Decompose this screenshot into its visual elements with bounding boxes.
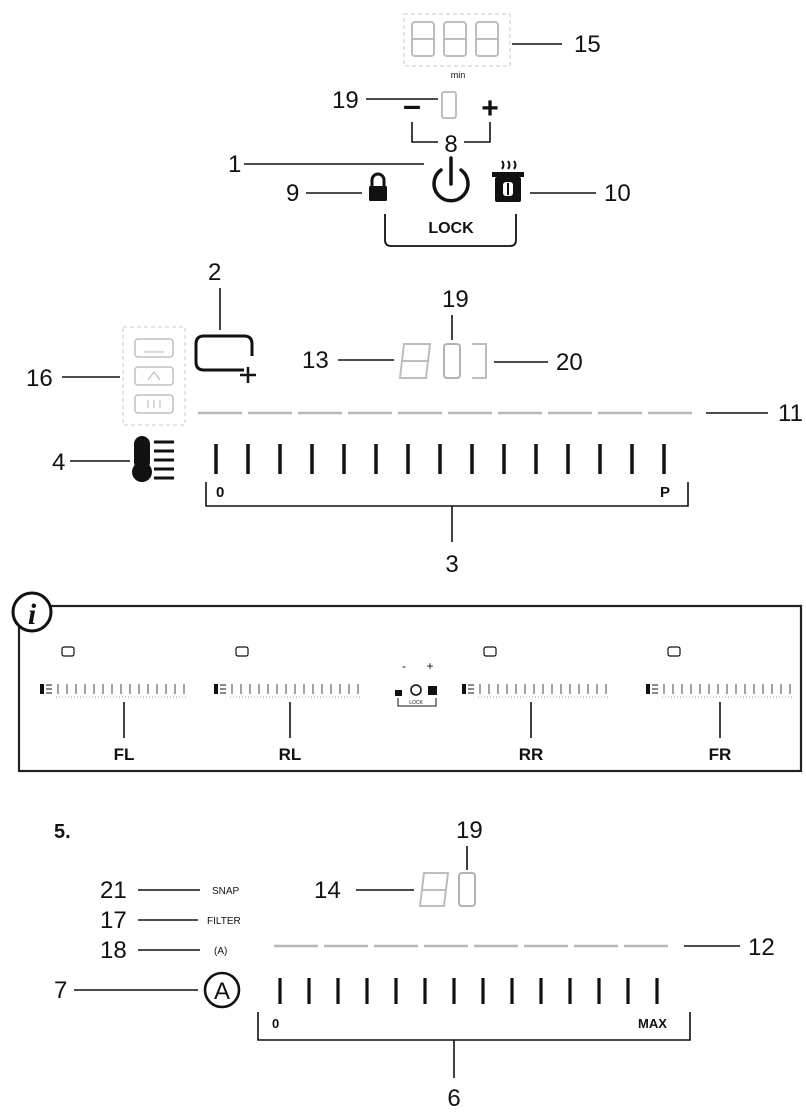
callout-2: 2 <box>208 259 221 286</box>
mini-zone-icon <box>667 646 681 657</box>
filter-button[interactable]: FILTER <box>207 916 241 927</box>
preset-icons-group <box>122 326 186 426</box>
timer-set-group: 19 – + 8 <box>332 87 499 158</box>
bracket-8-left <box>411 122 438 143</box>
timer-display-frame <box>403 13 511 67</box>
info-panel-border <box>17 604 803 773</box>
auto-button-letter: A <box>214 978 230 1005</box>
callout-18: 18 <box>100 937 127 964</box>
callout-11: 11 <box>778 400 803 427</box>
mini-temperature-icon <box>40 684 44 694</box>
timer-plus-button[interactable]: + <box>481 92 499 125</box>
zone-bridge-icon[interactable] <box>194 334 256 383</box>
info-pot-icon <box>428 686 437 695</box>
zone-control-fl <box>40 646 186 738</box>
zone-control-rl <box>214 646 360 738</box>
slider-bracket-3 <box>205 482 689 507</box>
callout-19-mid: 19 <box>442 286 469 313</box>
callout-8: 8 <box>444 131 457 158</box>
mini-temperature-icon <box>646 684 650 694</box>
callout-13: 13 <box>302 347 329 374</box>
info-plus: + <box>426 659 433 673</box>
callout-16: 16 <box>26 365 53 392</box>
callout-12: 12 <box>748 934 775 961</box>
callout-14: 14 <box>314 877 341 904</box>
auto-button[interactable]: A <box>203 971 241 1009</box>
info-panel: i - + LOCK FL RL RR FR <box>11 591 803 773</box>
callout-10: 10 <box>604 180 631 207</box>
fan-slider-6[interactable] <box>278 978 659 1004</box>
lock-combo-bracket <box>384 214 517 247</box>
callout-20: 20 <box>556 349 583 376</box>
callout-21: 21 <box>100 877 127 904</box>
preset-icons-frame <box>122 326 186 426</box>
slider-end-label: P <box>660 484 670 501</box>
power-lock-group: 1 9 10 LOCK <box>228 151 631 247</box>
heat-indicator-20 <box>472 343 487 379</box>
zone-control-fr <box>646 646 792 738</box>
lock-icon[interactable] <box>369 172 387 201</box>
callout-19-bottom: 19 <box>456 817 483 844</box>
fan-slider-bracket-6 <box>257 1012 691 1041</box>
indicator-19-top <box>441 91 457 119</box>
mini-zone-icon <box>61 646 75 657</box>
timer-display-group: min 15 <box>403 13 601 80</box>
auto-indicator: (A) <box>214 946 227 957</box>
info-power-icon <box>410 684 422 696</box>
callout-15: 15 <box>574 31 601 58</box>
indicator-19-mid <box>443 343 461 379</box>
slider-start-label: 0 <box>216 484 224 501</box>
fan-slider-end-label: MAX <box>638 1016 667 1031</box>
timer-minus-button[interactable]: – <box>403 87 421 123</box>
section-5-heading: 5. <box>54 821 71 843</box>
callout-7: 7 <box>54 977 67 1004</box>
timer-display-digits <box>411 21 499 57</box>
power-slider-3[interactable] <box>214 444 666 474</box>
callout-17: 17 <box>100 907 127 934</box>
mini-zone-icon <box>235 646 249 657</box>
preset-pan-icon-2[interactable] <box>134 366 174 386</box>
info-lock-icon <box>395 690 402 696</box>
indicator-19-bottom <box>458 872 476 907</box>
snap-button[interactable]: SNAP <box>212 886 240 897</box>
callout-4: 4 <box>52 449 65 476</box>
info-icon-letter: i <box>28 598 37 631</box>
lock-label: LOCK <box>428 220 474 237</box>
zone-label-fr: FR <box>709 745 732 764</box>
mini-temperature-icon <box>462 684 466 694</box>
info-lock-label: LOCK <box>409 700 423 706</box>
section-5: 5. 19 14 21 SNAP 17 FILTER 18 (A) 12 7 A… <box>54 817 775 1112</box>
fan-level-digit <box>418 872 450 907</box>
fan-slider-start-label: 0 <box>272 1016 279 1031</box>
timer-unit-label: min <box>451 70 466 80</box>
callout-6: 6 <box>447 1085 460 1112</box>
callout-1: 1 <box>228 151 241 178</box>
mini-temperature-icon <box>214 684 218 694</box>
info-icon <box>11 591 53 633</box>
power-icon[interactable] <box>432 156 470 203</box>
mini-zone-icon <box>483 646 497 657</box>
callout-19-top: 19 <box>332 87 359 114</box>
preset-pan-icon-3[interactable] <box>134 394 174 414</box>
info-minus: - <box>402 659 406 673</box>
callout-3: 3 <box>445 551 458 578</box>
power-level-digit <box>398 343 432 379</box>
preset-pan-icon-1[interactable] <box>134 338 174 358</box>
zone-control-rr <box>462 646 608 738</box>
zone-label-rr: RR <box>519 745 544 764</box>
keep-warm-pot-icon[interactable] <box>492 160 524 202</box>
temperature-icon[interactable] <box>132 436 174 482</box>
zone-label-fl: FL <box>114 745 135 764</box>
callout-9: 9 <box>286 180 299 207</box>
info-center-controls: - + LOCK <box>395 659 437 707</box>
zone-label-rl: RL <box>279 745 302 764</box>
zone-controls: 2 16 13 19 20 <box>26 259 803 578</box>
bracket-8-right <box>464 122 491 143</box>
